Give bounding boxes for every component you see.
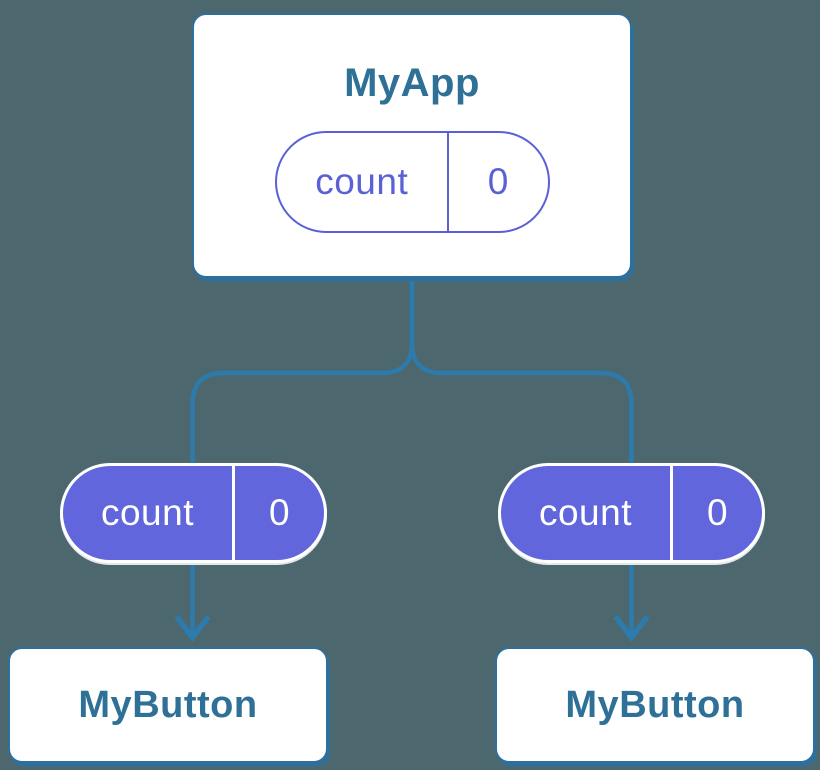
prop-pill-right-value: 0 bbox=[706, 492, 729, 533]
arrowhead-right-icon bbox=[613, 614, 650, 643]
state-pill-myapp: count 0 bbox=[274, 131, 550, 233]
node-mybutton-left: MyButton bbox=[8, 647, 328, 763]
node-myapp: MyApp count 0 bbox=[192, 13, 632, 278]
connector-right-branch bbox=[409, 278, 634, 633]
node-mybutton-right: MyButton bbox=[495, 647, 815, 763]
arrowhead-left-icon bbox=[174, 614, 211, 643]
prop-pill-right: count 0 bbox=[498, 463, 765, 563]
node-mybutton-right-title: MyButton bbox=[565, 683, 745, 726]
prop-pill-left-value: 0 bbox=[268, 492, 291, 533]
prop-pill-left: count 0 bbox=[60, 463, 327, 563]
prop-pill-right-key: count bbox=[501, 466, 673, 560]
node-mybutton-left-title: MyButton bbox=[78, 683, 258, 726]
connector-left-branch bbox=[190, 278, 415, 633]
state-pill-key: count bbox=[277, 133, 449, 231]
prop-pill-left-key: count bbox=[63, 466, 235, 560]
node-myapp-title: MyApp bbox=[344, 61, 480, 105]
state-pill-value: 0 bbox=[487, 161, 509, 202]
